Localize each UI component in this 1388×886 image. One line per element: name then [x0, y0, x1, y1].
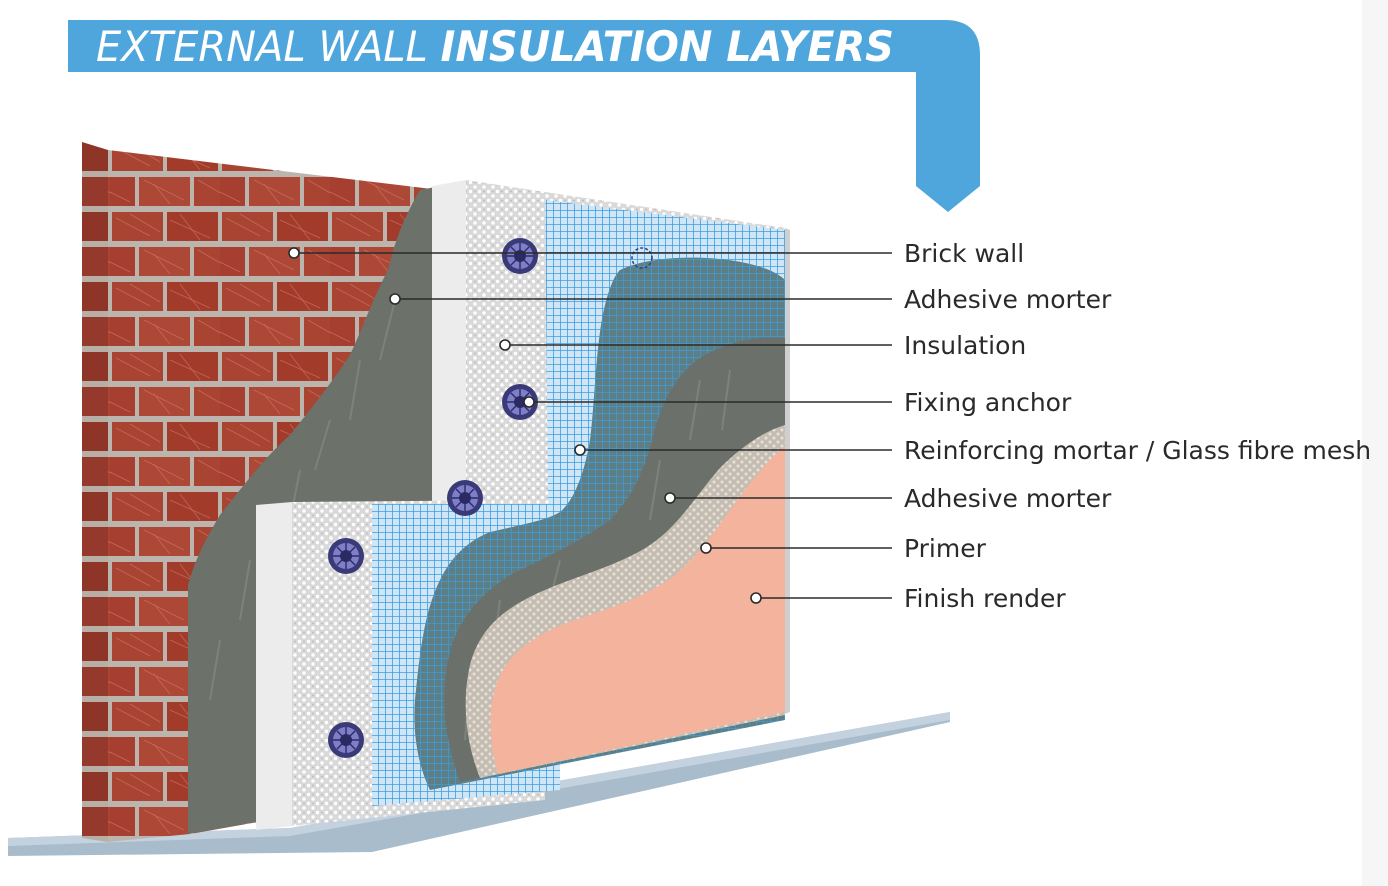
callout-dot	[288, 247, 300, 259]
callout-dot	[499, 339, 511, 351]
callout-dot	[574, 444, 586, 456]
callout-dot	[523, 396, 535, 408]
callout-dot	[389, 293, 401, 305]
callout-dot	[700, 542, 712, 554]
callout-2: Adhesive morter	[389, 285, 1112, 314]
callout-5: Reinforcing mortar / Glass fibre mesh	[574, 436, 1371, 465]
fixing-anchor-outline-icon	[631, 247, 653, 269]
callout-label: Insulation	[904, 331, 1026, 360]
fixing-anchor-icon	[447, 480, 483, 516]
page-edge	[1362, 0, 1388, 886]
fixing-anchor-icon	[502, 238, 538, 274]
callout-4: Fixing anchor	[523, 388, 1072, 417]
finish-render-layer	[490, 446, 785, 774]
fixing-anchor-icon	[328, 538, 364, 574]
callout-label: Brick wall	[904, 239, 1024, 268]
callout-label: Adhesive morter	[904, 285, 1112, 314]
callout-6: Adhesive morter	[664, 484, 1112, 513]
callout-1: Brick wall	[288, 239, 1024, 268]
fixing-anchors	[328, 238, 653, 758]
callout-label: Primer	[904, 534, 987, 563]
callout-label: Adhesive morter	[904, 484, 1112, 513]
callout-dot	[664, 492, 676, 504]
callout-label: Reinforcing mortar / Glass fibre mesh	[904, 436, 1371, 465]
callout-8: Finish render	[750, 584, 1066, 613]
fixing-anchor-icon	[502, 384, 538, 420]
title-light: EXTERNAL WALL	[96, 22, 441, 71]
adhesive-streaks	[209, 299, 396, 761]
title-bold: INSULATION LAYERS	[441, 22, 894, 71]
callout-7: Primer	[700, 534, 987, 563]
ground-plate	[8, 712, 950, 856]
page-title: EXTERNAL WALL INSULATION LAYERS	[96, 22, 894, 71]
title-banner: EXTERNAL WALL INSULATION LAYERS	[68, 20, 980, 212]
fixing-anchor-icon	[328, 722, 364, 758]
callout-label: Finish render	[904, 584, 1066, 613]
callout-label: Fixing anchor	[904, 388, 1072, 417]
callout-dot	[750, 592, 762, 604]
render-edge	[785, 228, 790, 714]
callout-3: Insulation	[499, 331, 1026, 360]
banner-shape	[68, 20, 980, 212]
